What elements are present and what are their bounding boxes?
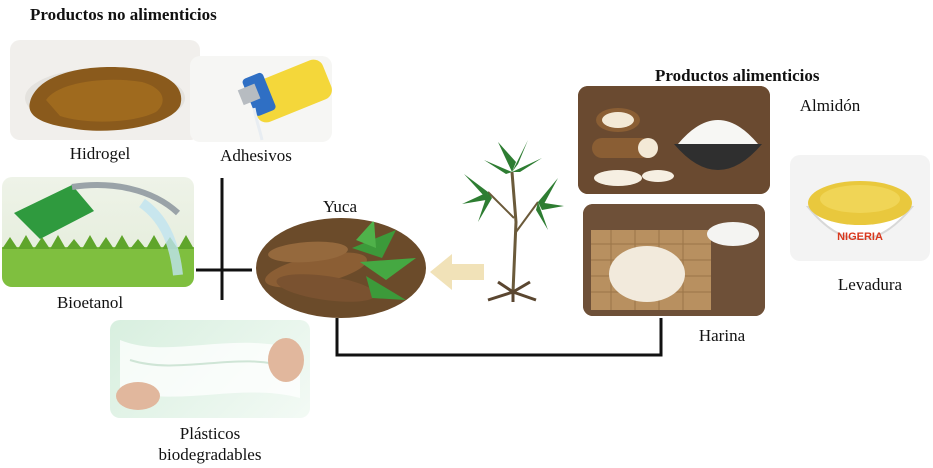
bowl-text: NIGERIA [824,231,896,243]
hydrogel-image [10,40,200,140]
yeast-image: NIGERIA [790,155,930,261]
adhesives-label: Adhesivos [196,146,316,166]
flour-connector [337,318,661,355]
flour-label: Harina [672,326,772,346]
hydrogel-label: Hidrogel [40,144,160,164]
yeast-label: Levadura [815,275,925,295]
starch-label: Almidón [775,96,885,116]
bioethanol-label: Bioetanol [30,293,150,313]
yuca-image [256,218,426,318]
plastics-image [110,320,310,418]
yuca-label: Yuca [290,197,390,217]
bioethanol-image [2,177,194,287]
cassava-plant-icon [458,132,568,302]
plastics-label-line1: Plásticos [130,424,290,444]
starch-image [578,86,770,194]
adhesives-image [190,56,332,142]
flour-image [583,204,765,316]
plastics-label-line2: biodegradables [130,445,290,465]
